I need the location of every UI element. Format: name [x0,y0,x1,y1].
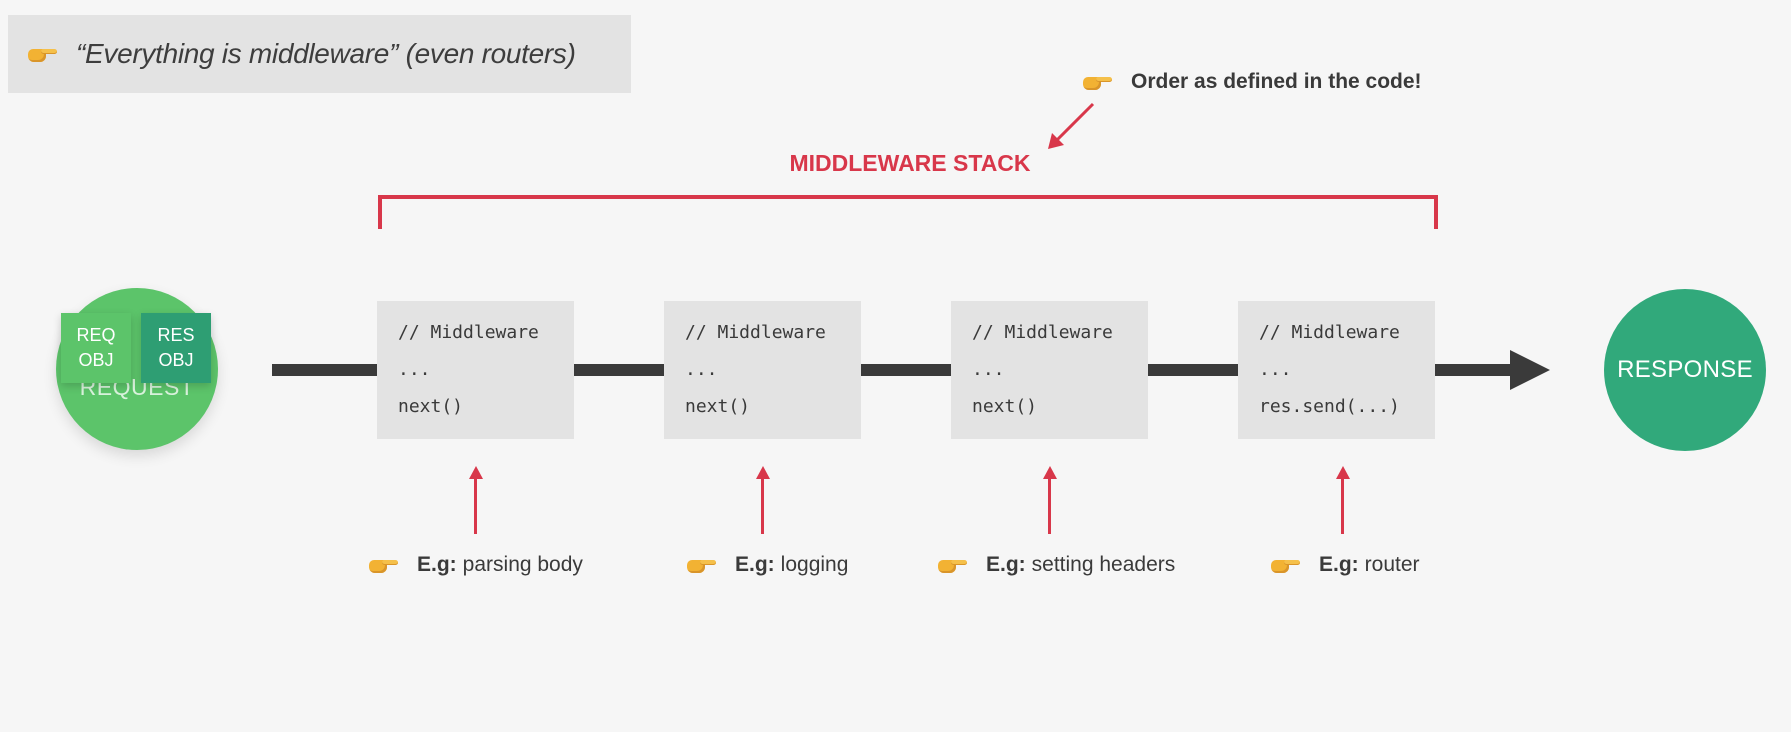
res-obj-line-2: OBJ [158,350,194,370]
example-item: E.g: setting headers [938,553,1175,577]
flow-line [272,364,1514,376]
middleware-call: next() [685,396,751,417]
middleware-comment: // Middleware [972,322,1113,343]
example-text: logging [780,553,849,576]
middleware-comment: // Middleware [685,322,826,343]
up-arrow-icon [1336,466,1350,534]
pointing-hand-icon [28,45,58,63]
middleware-stack-bracket [378,195,1438,229]
example-text: parsing body [462,553,583,576]
middleware-call: next() [398,396,464,417]
middleware-box: // Middleware ... next() [951,301,1148,439]
pointing-hand-icon [1083,73,1113,91]
example-text: setting headers [1031,553,1176,576]
example-item: E.g: logging [687,553,848,577]
middleware-box: // Middleware ... next() [377,301,574,439]
middleware-ellipsis: ... [972,359,1005,380]
up-arrow-icon [1043,466,1057,534]
up-arrow-icon [756,466,770,534]
response-label: RESPONSE [1617,356,1753,383]
middleware-comment: // Middleware [1259,322,1400,343]
pointing-hand-icon [369,556,399,574]
pointing-hand-icon [687,556,717,574]
req-obj-line-2: OBJ [78,350,114,370]
order-note-text: Order as defined in the code! [1131,70,1422,93]
middleware-stack-label: MIDDLEWARE STACK [789,150,1031,176]
example-item: E.g: router [1271,553,1420,577]
middleware-call: res.send(...) [1259,396,1400,417]
flow-arrow-icon [1510,350,1550,390]
example-item: E.g: parsing body [369,553,583,577]
example-prefix: E.g: [1319,553,1359,576]
middleware-ellipsis: ... [1259,359,1292,380]
req-obj-box: REQ OBJ [61,313,131,383]
res-obj-box: RES OBJ [141,313,211,383]
example-prefix: E.g: [735,553,775,576]
middleware-box: // Middleware ... next() [664,301,861,439]
page-title: “Everything is middleware” (even routers… [76,38,576,69]
pointing-hand-icon [1271,556,1301,574]
middleware-ellipsis: ... [398,359,431,380]
res-obj-line-1: RES [157,325,195,345]
middleware-box: // Middleware ... res.send(...) [1238,301,1435,439]
example-prefix: E.g: [986,553,1026,576]
pointing-hand-icon [938,556,968,574]
example-prefix: E.g: [417,553,457,576]
response-circle: RESPONSE [1604,289,1766,451]
title-banner: “Everything is middleware” (even routers… [8,15,631,93]
order-arrow-icon [1048,102,1095,149]
example-text: router [1364,553,1420,576]
req-obj-line-1: REQ [76,325,116,345]
middleware-call: next() [972,396,1038,417]
middleware-comment: // Middleware [398,322,539,343]
middleware-ellipsis: ... [685,359,718,380]
up-arrow-icon [469,466,483,534]
order-note: Order as defined in the code! [1083,70,1422,94]
